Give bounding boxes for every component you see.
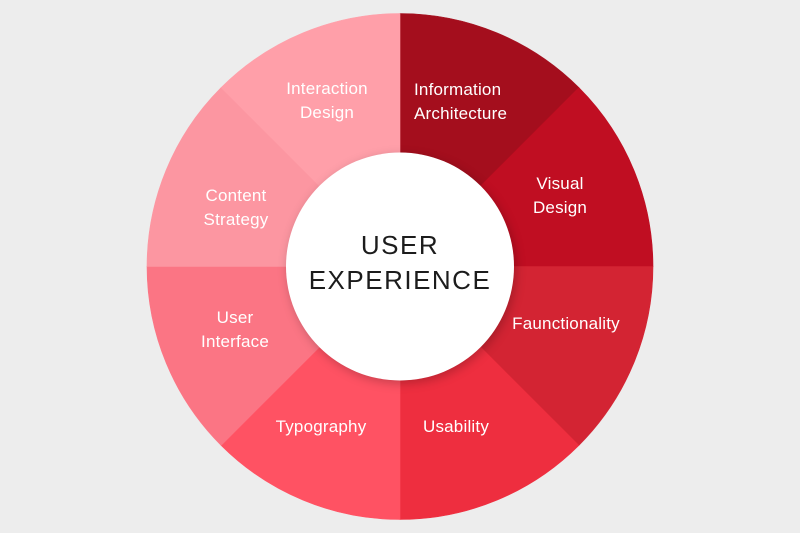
- center-circle: [286, 152, 514, 381]
- donut-segments-group: [146, 13, 654, 520]
- center-title-line-1: USER: [360, 230, 440, 260]
- center-title: USER EXPERIENCE: [309, 228, 492, 298]
- center-title-line-2: EXPERIENCE: [308, 265, 492, 295]
